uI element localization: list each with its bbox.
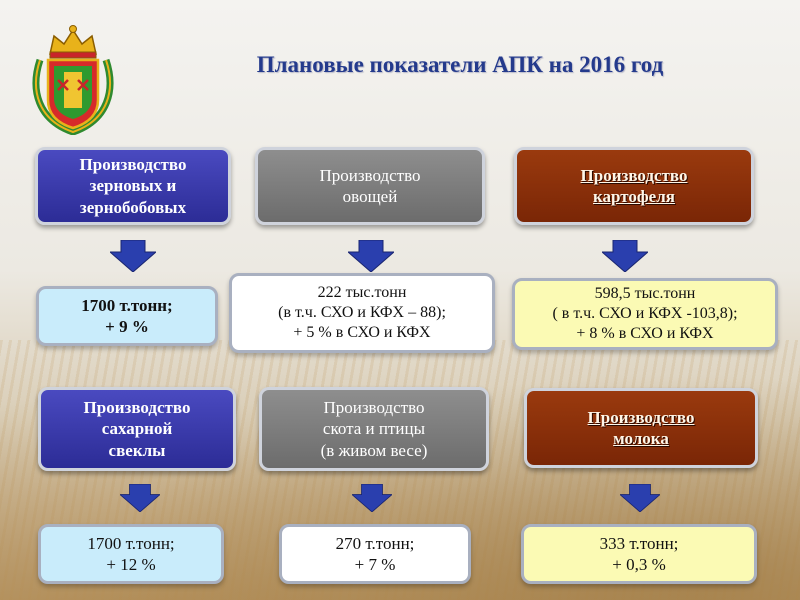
category-line: овощей <box>342 187 398 206</box>
value-line: + 7 % <box>354 555 396 574</box>
down-arrow-icon <box>620 484 660 512</box>
value-sugar-beet: 1700 т.тонн; + 12 % <box>38 524 224 584</box>
value-line: + 0,3 % <box>612 555 666 574</box>
category-milk-production: Производство молока <box>524 388 758 468</box>
value-line: 1700 т.тонн; <box>81 295 173 315</box>
down-arrow-icon <box>352 484 392 512</box>
down-arrow-icon <box>602 240 648 272</box>
category-potato-production: Производство картофеля <box>514 147 754 225</box>
category-line: Производство <box>580 165 688 185</box>
value-line: + 8 % в СХО и КФХ <box>576 325 714 342</box>
category-line: зерновых и <box>89 176 177 196</box>
category-line: Производство <box>587 407 695 427</box>
value-line: + 12 % <box>106 555 156 574</box>
value-livestock: 270 т.тонн; + 7 % <box>279 524 471 584</box>
value-milk: 333 т.тонн; + 0,3 % <box>521 524 757 584</box>
down-arrow-icon <box>110 240 156 272</box>
value-line: 333 т.тонн; <box>599 533 679 553</box>
category-line: Производство <box>319 165 421 185</box>
value-line: ( в т.ч. СХО и КФХ -103,8); <box>552 305 738 322</box>
category-livestock-production: Производство скота и птицы (в живом весе… <box>259 387 489 471</box>
category-vegetable-production: Производство овощей <box>255 147 485 225</box>
down-arrow-icon <box>120 484 160 512</box>
page-title: Плановые показатели АПК на 2016 год <box>256 52 664 77</box>
category-line: (в живом весе) <box>320 440 428 460</box>
value-line: + 9 % <box>105 317 149 336</box>
category-line: Производство <box>83 398 191 418</box>
value-line: 222 тыс.тонн <box>317 284 407 301</box>
value-line: + 5 % в СХО и КФХ <box>293 324 431 341</box>
category-grain-production: Производство зерновых и зернобобовых <box>35 147 231 225</box>
category-line: Производство <box>323 398 425 418</box>
category-line: свеклы <box>108 440 166 460</box>
value-line: 1700 т.тонн; <box>87 533 175 553</box>
category-line: Производство <box>79 155 187 175</box>
category-line: скота и птицы <box>322 419 426 439</box>
category-line: картофеля <box>593 187 675 206</box>
category-line: молока <box>613 429 669 448</box>
value-grain: 1700 т.тонн; + 9 % <box>36 286 218 346</box>
value-line: 598,5 тыс.тонн <box>594 285 696 302</box>
value-line: 270 т.тонн; <box>335 533 415 553</box>
category-line: сахарной <box>101 419 173 439</box>
coat-of-arms-icon <box>32 25 114 135</box>
value-potato: 598,5 тыс.тонн ( в т.ч. СХО и КФХ -103,8… <box>512 278 778 350</box>
value-vegetables: 222 тыс.тонн (в т.ч. СХО и КФХ – 88); + … <box>229 273 495 353</box>
category-sugar-beet-production: Производство сахарной свеклы <box>38 387 236 471</box>
down-arrow-icon <box>348 240 394 272</box>
value-line: (в т.ч. СХО и КФХ – 88); <box>278 304 446 321</box>
category-line: зернобобовых <box>79 197 187 217</box>
